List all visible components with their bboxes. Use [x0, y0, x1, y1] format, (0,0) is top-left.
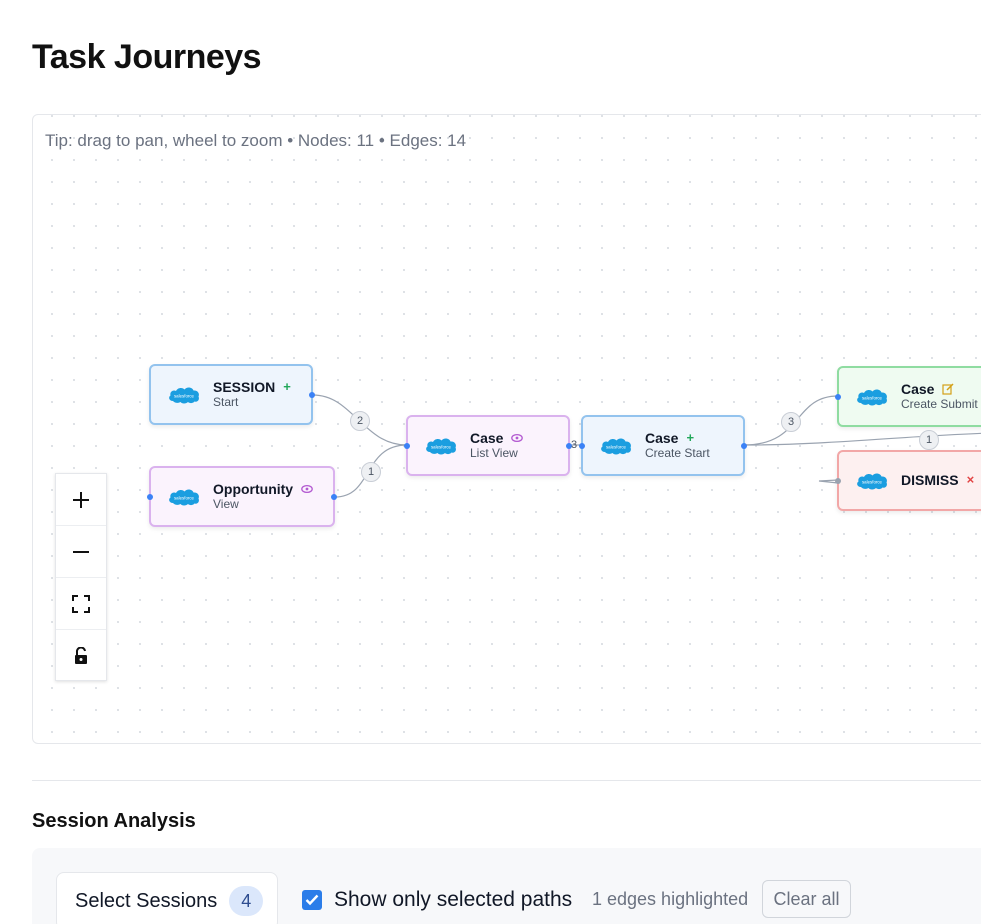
fit-view-icon	[72, 594, 90, 613]
checkmark-icon	[305, 894, 319, 906]
plus-icon: +	[686, 429, 695, 445]
node-opportunity-view[interactable]: salesforce Opportunity View	[147, 466, 337, 527]
svg-text:salesforce: salesforce	[174, 495, 195, 500]
show-only-selected-checkbox[interactable]	[302, 890, 322, 910]
node-session-start[interactable]: salesforce SESSION + Start	[149, 364, 315, 425]
node-handle[interactable]	[404, 442, 410, 449]
zoom-out-button[interactable]	[56, 526, 106, 578]
edges-highlighted-text: 1 edges highlighted	[592, 889, 749, 909]
node-subtitle: Create Submit	[901, 397, 978, 412]
section-title: Session Analysis	[32, 810, 196, 832]
edge-case-create-to-offscreen	[743, 432, 981, 446]
node-title: Case	[901, 381, 935, 398]
node-case-create-submit[interactable]: salesforce Case Create Submit	[835, 366, 981, 427]
svg-text:salesforce: salesforce	[862, 479, 883, 484]
node-subtitle: Start	[213, 395, 239, 410]
node-subtitle: Create Start	[645, 446, 710, 461]
plus-icon: +	[283, 378, 291, 394]
session-analysis-bar: Select Sessions 4 Show only selected pat…	[32, 848, 981, 924]
node-title: Case	[470, 430, 504, 447]
lock-button[interactable]	[56, 630, 106, 682]
edit-icon	[942, 383, 954, 395]
node-handle[interactable]	[741, 442, 747, 449]
edge-label: 2	[350, 411, 370, 431]
edge-label: 3	[570, 439, 578, 451]
session-count-badge: 4	[229, 886, 264, 916]
node-handle[interactable]	[835, 477, 841, 484]
lock-icon	[75, 647, 87, 664]
edge-label: 1	[361, 462, 381, 482]
svg-text:salesforce: salesforce	[862, 395, 883, 400]
node-subtitle: View	[213, 497, 239, 512]
zoom-in-icon	[73, 491, 89, 508]
zoom-out-icon	[73, 550, 89, 553]
svg-text:salesforce: salesforce	[606, 444, 627, 449]
salesforce-logo-icon: salesforce	[857, 389, 887, 405]
clear-all-button[interactable]: Clear all	[762, 880, 851, 918]
canvas-controls	[55, 473, 107, 681]
node-handle[interactable]	[147, 493, 153, 500]
salesforce-logo-icon: salesforce	[169, 387, 199, 403]
eye-icon	[301, 485, 313, 494]
select-sessions-label: Select Sessions	[75, 889, 218, 912]
node-handle[interactable]	[566, 442, 572, 449]
node-dismiss[interactable]: salesforce DISMISS ×	[835, 450, 981, 511]
node-title: Case	[645, 430, 679, 447]
canvas-tip: Tip: drag to pan, wheel to zoom • Nodes:…	[45, 131, 467, 150]
select-sessions-button[interactable]: Select Sessions 4	[56, 872, 278, 924]
node-handle[interactable]	[579, 442, 585, 449]
close-icon: ×	[966, 472, 975, 488]
node-subtitle: List View	[470, 446, 518, 461]
edge-to-dismiss	[818, 479, 839, 484]
edge-label: 3	[781, 412, 801, 432]
svg-text:salesforce: salesforce	[431, 444, 452, 449]
salesforce-logo-icon: salesforce	[601, 438, 631, 454]
salesforce-logo-icon: salesforce	[169, 489, 199, 505]
node-title: Opportunity	[213, 481, 294, 498]
section-divider	[32, 780, 981, 781]
page-title: Task Journeys	[32, 38, 262, 76]
edge-label: 1	[919, 430, 939, 450]
node-case-create-start[interactable]: salesforce Case + Create Start	[579, 415, 747, 476]
eye-icon	[511, 434, 524, 443]
journey-canvas[interactable]: Tip: drag to pan, wheel to zoom • Nodes:…	[32, 114, 981, 744]
svg-text:salesforce: salesforce	[174, 393, 195, 398]
show-only-selected-label[interactable]: Show only selected paths	[334, 888, 573, 911]
node-title: DISMISS	[901, 472, 959, 489]
node-handle[interactable]	[331, 493, 337, 500]
salesforce-logo-icon: salesforce	[857, 473, 887, 489]
node-handle[interactable]	[835, 393, 841, 400]
node-title: SESSION	[213, 379, 276, 396]
salesforce-logo-icon: salesforce	[426, 438, 456, 454]
zoom-in-button[interactable]	[56, 474, 106, 526]
node-handle[interactable]	[309, 391, 315, 398]
node-case-list-view[interactable]: salesforce Case List View	[404, 415, 572, 476]
fit-view-button[interactable]	[56, 578, 106, 630]
